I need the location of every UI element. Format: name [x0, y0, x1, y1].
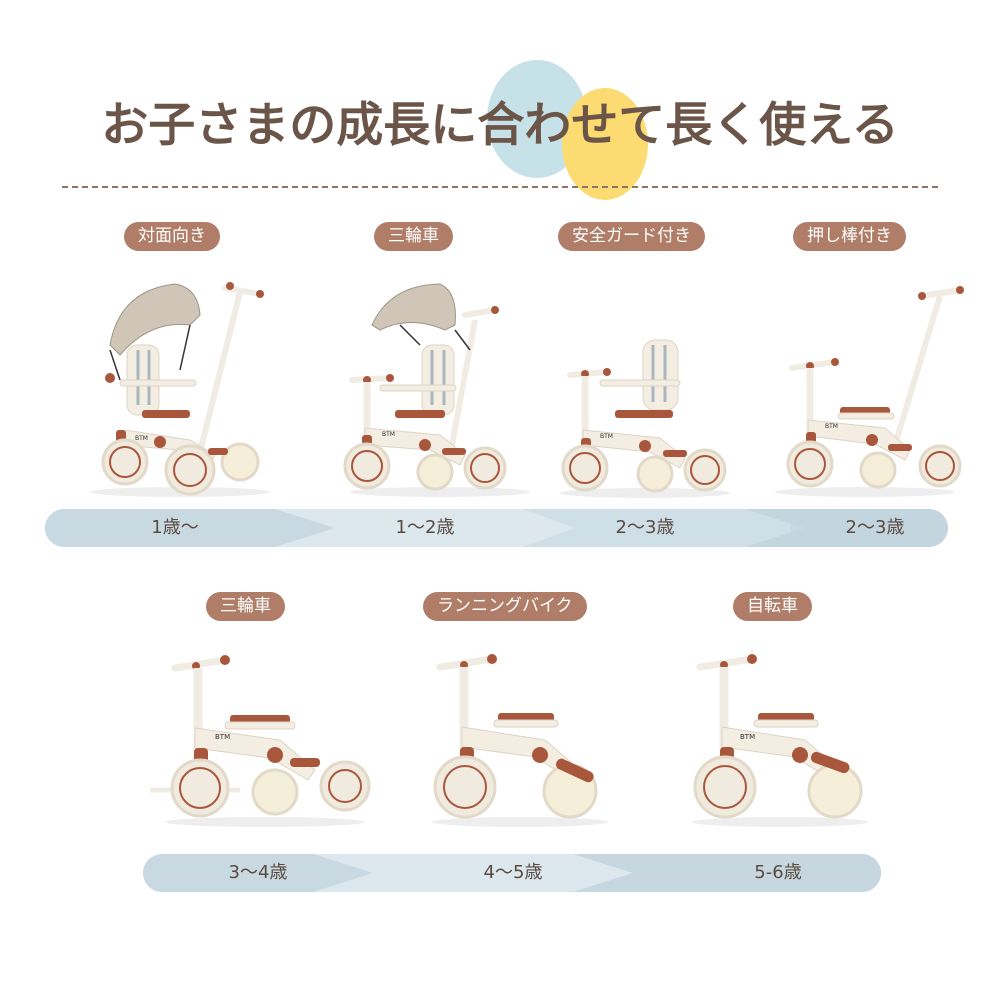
age-label: 1〜2歳: [395, 517, 455, 538]
mode-label-tricycle-canopy: 三輪車: [374, 222, 453, 251]
age-bar-chevrons: [143, 854, 881, 892]
dashed-divider: [62, 186, 938, 188]
age-label: 1歳〜: [151, 517, 199, 538]
tricycle-image-push-handle: BTM: [775, 286, 964, 497]
age-label: 2〜3歳: [845, 517, 905, 538]
svg-text:BTM: BTM: [382, 431, 395, 438]
svg-text:BTM: BTM: [135, 435, 148, 442]
tricycle-image-canopy: BTM: [343, 283, 530, 497]
age-progress-bar-row1: 1歳〜 1〜2歳 2〜3歳 2〜3歳: [45, 509, 948, 547]
mode-label-balance-bike: ランニングバイク: [423, 592, 587, 621]
age-label: 3〜4歳: [228, 862, 288, 883]
mode-label-tricycle: 三輪車: [206, 592, 285, 621]
age-progress-bar-row2: 3〜4歳 4〜5歳 5-6歳: [143, 854, 881, 892]
mode-label-face-to-face: 対面向き: [124, 222, 220, 251]
age-label: 5-6歳: [754, 862, 802, 883]
tricycle-image-tricycle: BTM: [150, 655, 371, 827]
tricycle-image-face-to-face: BTM: [90, 282, 270, 497]
tricycle-image-safety-guard: BTM: [560, 339, 730, 498]
decorative-yellow-circle: [562, 88, 648, 200]
mode-label-bicycle: 自転車: [733, 592, 812, 621]
tricycle-image-balance-bike: [432, 654, 608, 827]
svg-text:BTM: BTM: [215, 733, 230, 741]
age-bar-chevrons: [45, 509, 948, 547]
mode-label-safety-guard: 安全ガード付き: [558, 222, 705, 251]
svg-text:BTM: BTM: [825, 423, 838, 430]
mode-label-push-handle: 押し棒付き: [793, 222, 906, 251]
age-label: 4〜5歳: [483, 862, 543, 883]
headline: お子さまの成長に合わせて長く使える: [101, 98, 899, 153]
svg-text:BTM: BTM: [600, 433, 613, 440]
svg-text:BTM: BTM: [740, 733, 755, 741]
age-label: 2〜3歳: [615, 517, 675, 538]
tricycle-image-bicycle: BTM: [692, 654, 868, 827]
